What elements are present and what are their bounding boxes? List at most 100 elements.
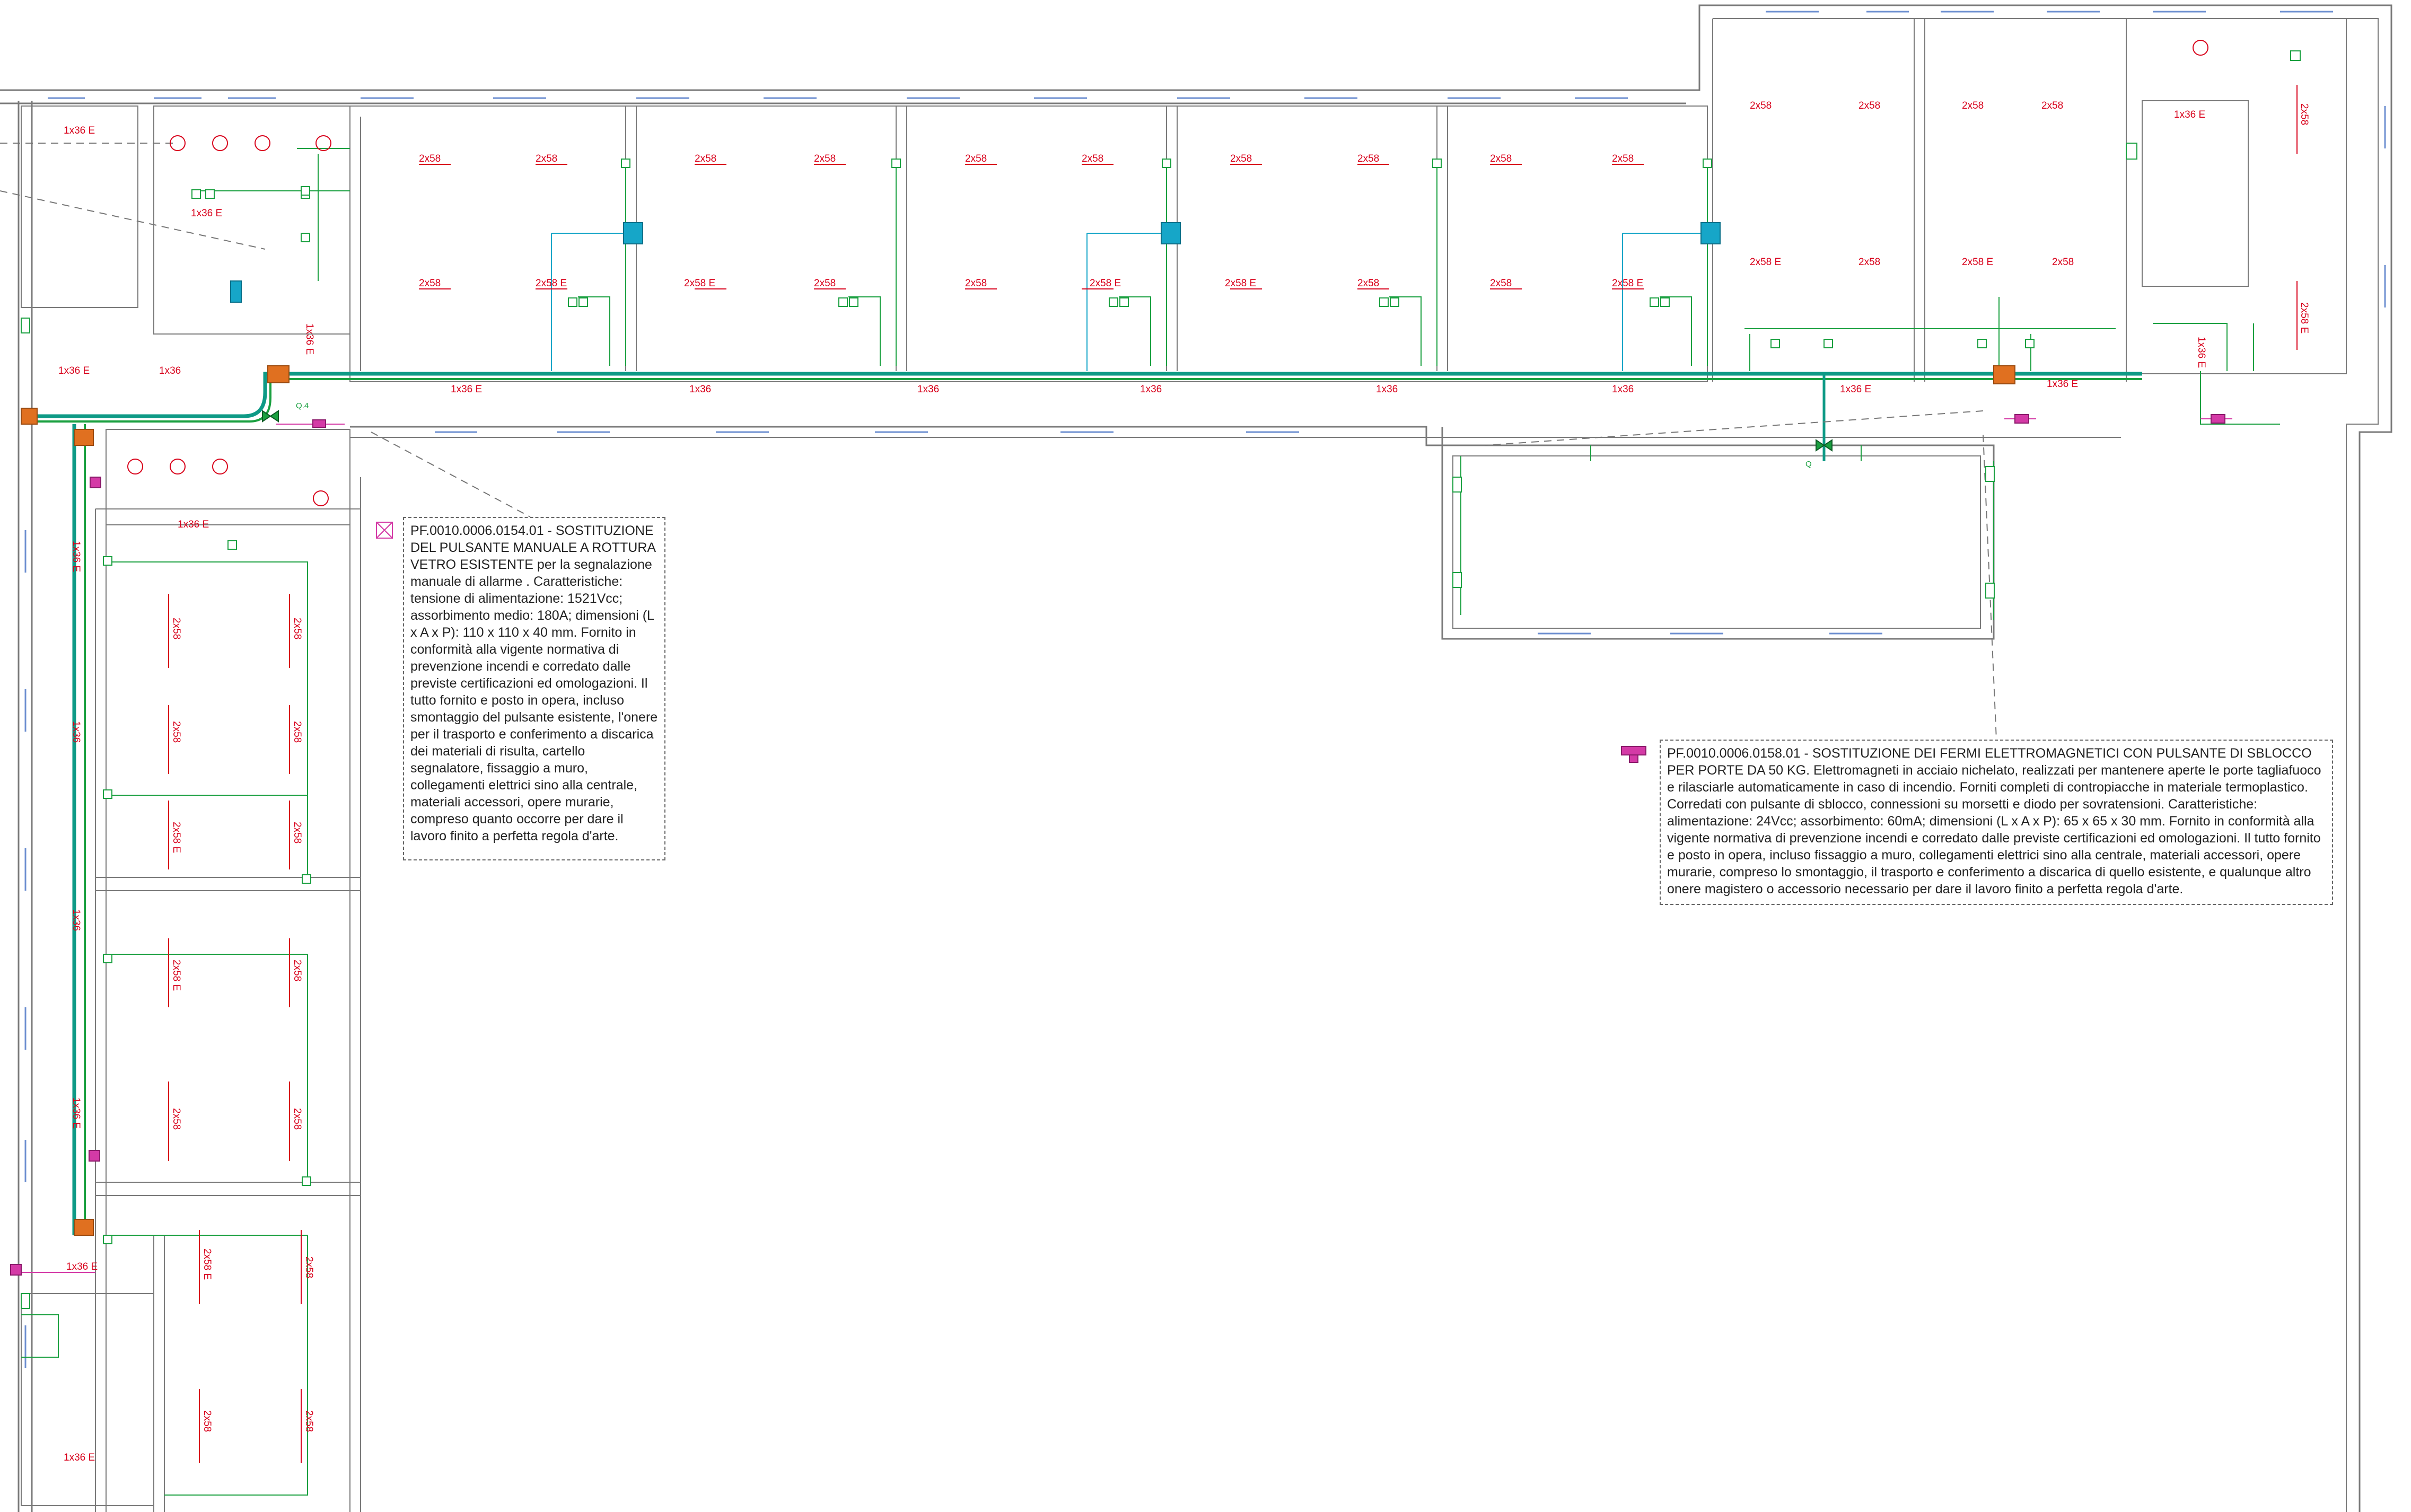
- svg-text:2x58 E: 2x58 E: [536, 278, 567, 289]
- walls: [0, 4, 2392, 1512]
- junction-box-icon: [21, 408, 38, 425]
- svg-text:1x36 E: 1x36 E: [191, 208, 222, 219]
- main-cable-trunk: [21, 372, 2142, 1235]
- svg-text:2x58 E: 2x58 E: [1225, 278, 1256, 289]
- svg-text:2x58: 2x58: [201, 1410, 213, 1432]
- spec-note-door-magnet: PF.0010.0006.0158.01 - SOSTITUZIONE DEI …: [1660, 740, 2333, 905]
- svg-text:1x36 E: 1x36 E: [2047, 379, 2078, 390]
- door-magnet-icon: [10, 1264, 22, 1276]
- svg-text:2x58: 2x58: [292, 960, 303, 981]
- svg-text:1x36: 1x36: [71, 721, 82, 743]
- door-magnets: [10, 414, 2225, 1276]
- svg-text:2x58: 2x58: [1357, 153, 1379, 164]
- svg-text:2x58: 2x58: [1082, 153, 1103, 164]
- svg-text:2x58 E: 2x58 E: [201, 1249, 213, 1280]
- smoke-detector-icon: [313, 490, 329, 506]
- svg-text:2x58: 2x58: [2052, 257, 2074, 268]
- svg-text:2x58: 2x58: [2041, 100, 2063, 111]
- svg-text:2x58: 2x58: [303, 1410, 314, 1432]
- svg-text:2x58: 2x58: [171, 721, 182, 743]
- cyan-detector-4: [230, 280, 242, 303]
- svg-text:1x36 E: 1x36 E: [2174, 109, 2205, 120]
- smoke-detector-icon: [315, 135, 331, 151]
- svg-text:2x58: 2x58: [292, 618, 303, 639]
- spec-note-door-magnet-text: PF.0010.0006.0158.01 - SOSTITUZIONE DEI …: [1667, 746, 2321, 896]
- svg-text:2x58 E: 2x58 E: [1090, 278, 1121, 289]
- smoke-detector-icon: [212, 459, 228, 474]
- svg-text:1x36 E: 1x36 E: [66, 1261, 98, 1272]
- svg-text:2x58: 2x58: [536, 153, 557, 164]
- svg-text:2x58 E: 2x58 E: [2299, 302, 2310, 333]
- fire-devices: [21, 50, 2301, 1309]
- svg-text:1x36 E: 1x36 E: [178, 519, 209, 530]
- cyan-branches: [551, 233, 1702, 371]
- svg-text:2x58: 2x58: [1612, 153, 1634, 164]
- junction-box-icon: [1993, 365, 2015, 384]
- svg-text:2x58: 2x58: [292, 822, 303, 843]
- door-magnet-legend-icon: [1629, 754, 1638, 763]
- svg-text:2x58: 2x58: [1962, 100, 1984, 111]
- svg-text:2x58: 2x58: [1357, 278, 1379, 289]
- svg-text:1x36 E: 1x36 E: [2196, 337, 2207, 368]
- door-magnet-icon: [90, 477, 101, 488]
- leader-lines: [0, 143, 1997, 740]
- valve-icon: [1816, 439, 1833, 452]
- svg-text:2x58 E: 2x58 E: [1750, 257, 1781, 268]
- windows: [24, 11, 2386, 1368]
- svg-text:2x58: 2x58: [1858, 100, 1880, 111]
- svg-text:2x58: 2x58: [1750, 100, 1772, 111]
- cyan-detector-3: [1700, 222, 1721, 244]
- svg-text:2x58: 2x58: [1490, 153, 1512, 164]
- smoke-detector-icon: [2193, 40, 2208, 56]
- svg-text:1x36: 1x36: [1140, 384, 1162, 395]
- smoke-detectors: [127, 40, 2208, 506]
- svg-text:2x58 E: 2x58 E: [171, 822, 182, 853]
- light-fixture-bars: [168, 85, 2298, 1463]
- door-magnet-icon: [89, 1150, 100, 1162]
- junction-box-icon: [74, 429, 94, 446]
- smoke-detector-icon: [212, 135, 228, 151]
- valve-icon: [262, 410, 279, 423]
- svg-text:1x36: 1x36: [1376, 384, 1398, 395]
- svg-text:1x36 E: 1x36 E: [451, 384, 482, 395]
- cyan-detector-2: [1161, 222, 1181, 244]
- svg-text:2x58: 2x58: [965, 278, 987, 289]
- svg-text:1x36: 1x36: [1612, 384, 1634, 395]
- svg-text:1x36 E: 1x36 E: [71, 1097, 82, 1129]
- svg-text:2x58: 2x58: [1490, 278, 1512, 289]
- smoke-detector-icon: [170, 135, 186, 151]
- fire-alarm-wiring: [21, 148, 2280, 1496]
- door-magnet-icon: [312, 419, 326, 428]
- svg-text:2x58: 2x58: [419, 278, 441, 289]
- smoke-detector-icon: [255, 135, 270, 151]
- svg-text:1x36: 1x36: [71, 909, 82, 931]
- svg-text:2x58 E: 2x58 E: [171, 960, 182, 991]
- junction-box-icon: [74, 1219, 94, 1236]
- svg-text:2x58 E: 2x58 E: [1962, 257, 1993, 268]
- valves: [262, 410, 1833, 452]
- door-magnet-legend-icon: [1621, 746, 1646, 755]
- svg-text:2x58: 2x58: [965, 153, 987, 164]
- break-glass-callpoint-icon: [376, 522, 393, 539]
- junction-box-icon: [267, 365, 290, 383]
- svg-text:2x58: 2x58: [2299, 103, 2310, 125]
- lighting-labels-vertical: 1x36 E 1x36 1x36 1x36 E 2x58 2x58 2x58 2…: [71, 103, 2310, 1432]
- svg-text:2x58: 2x58: [292, 1108, 303, 1130]
- svg-text:2x58: 2x58: [419, 153, 441, 164]
- door-magnet-icon: [2014, 414, 2029, 424]
- svg-text:1x36 E: 1x36 E: [304, 323, 315, 355]
- door-magnet-icon: [2211, 414, 2225, 424]
- svg-text:1x36 E: 1x36 E: [1840, 384, 1871, 395]
- svg-text:Q: Q: [1805, 460, 1812, 469]
- smoke-detector-icon: [127, 459, 143, 474]
- cyan-devices: [230, 222, 1721, 303]
- spec-note-break-glass-text: PF.0010.0006.0154.01 - SOSTITUZIONE DEL …: [410, 523, 658, 843]
- junction-boxes: [21, 365, 2015, 1236]
- svg-text:2x58: 2x58: [814, 153, 836, 164]
- svg-text:2x58: 2x58: [292, 721, 303, 743]
- svg-text:1x36: 1x36: [159, 365, 181, 376]
- svg-text:1x36 E: 1x36 E: [58, 365, 90, 376]
- svg-text:2x58 E: 2x58 E: [684, 278, 715, 289]
- svg-text:1x36: 1x36: [689, 384, 711, 395]
